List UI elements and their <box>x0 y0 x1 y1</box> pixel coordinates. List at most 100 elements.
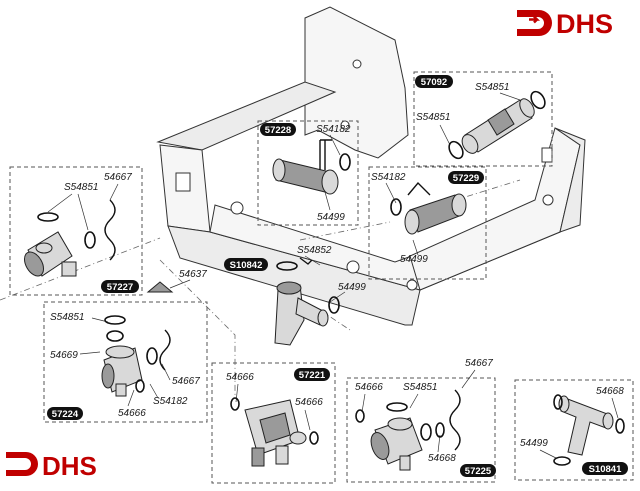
filter-cap <box>146 281 174 293</box>
group-57092: 57092 S54851 S54851 <box>413 71 553 167</box>
part-label-54499: 54499 <box>317 212 345 223</box>
o-ring <box>37 212 59 222</box>
part-label-s54852: S54852 <box>297 245 332 256</box>
part-tag-57092 <box>415 75 453 88</box>
group-57224: 57224 S54851 54669 54667 54666 S54182 <box>43 301 208 423</box>
o-ring <box>230 397 240 411</box>
part-label-s54851: S54851 <box>64 182 98 193</box>
part-label-54499: 54499 <box>520 438 548 449</box>
brand-logo-bottom: DHS <box>6 451 97 481</box>
part-label-54668: 54668 <box>428 453 456 464</box>
part-label-54668: 54668 <box>596 386 624 397</box>
part-tag-s10841 <box>582 462 628 475</box>
group-s10841: S10841 54668 54499 <box>514 379 634 481</box>
mounting-frame <box>156 6 586 326</box>
group-57228: 57228 S54182 54499 <box>257 120 359 226</box>
o-ring <box>355 409 365 423</box>
group-57225: 57225 54666 S54851 54667 54668 <box>346 358 496 483</box>
o-ring <box>135 379 145 393</box>
part-code-s10842: S10842 <box>230 260 263 271</box>
part-code-57227: 57227 <box>107 282 133 293</box>
valve-body <box>244 399 307 467</box>
part-label-54637: 54637 <box>179 269 207 280</box>
o-ring <box>276 261 298 271</box>
part-label-s54851-b: S54851 <box>416 112 450 123</box>
logo-mark <box>517 10 552 36</box>
o-ring <box>106 330 124 342</box>
part-label-s54851-a: S54851 <box>475 82 509 93</box>
group-57229: 57229 S54182 54499 <box>368 166 487 280</box>
part-code-57092: 57092 <box>421 77 447 88</box>
o-ring <box>84 231 96 249</box>
part-tag-57228 <box>260 123 296 136</box>
part-label-54666-a: 54666 <box>226 372 254 383</box>
part-tag-57229 <box>448 171 484 184</box>
group-57092-box <box>413 71 553 167</box>
part-tag-57224 <box>47 407 83 420</box>
o-ring <box>386 402 408 412</box>
o-ring <box>339 153 351 171</box>
brand-name-bottom: DHS <box>42 451 97 481</box>
part-label-s54851: S54851 <box>403 382 437 393</box>
tee-fitting <box>274 281 329 346</box>
logo-mark <box>6 452 38 476</box>
retaining-clip <box>104 199 116 261</box>
part-label-54667: 54667 <box>104 172 132 183</box>
group-57221: 57221 54666 54666 <box>211 362 336 484</box>
o-ring <box>615 418 625 434</box>
part-label-54666: 54666 <box>355 382 383 393</box>
group-57224-box <box>43 301 208 423</box>
retaining-clip <box>449 389 461 451</box>
group-57227-box <box>9 166 143 296</box>
part-tag-57225 <box>460 464 496 477</box>
part-code-57229: 57229 <box>453 173 479 184</box>
group-s10842: S10842 S54852 54499 54637 <box>146 245 366 346</box>
part-label-54666: 54666 <box>118 408 146 419</box>
part-label-54499: 54499 <box>400 254 428 265</box>
o-ring <box>435 422 445 438</box>
part-label-s54182: S54182 <box>316 124 351 135</box>
group-57229-box <box>368 166 487 280</box>
part-code-57228: 57228 <box>265 125 291 136</box>
part-code-57225: 57225 <box>465 466 492 477</box>
part-code-57224: 57224 <box>52 409 79 420</box>
part-label-s54851: S54851 <box>50 312 84 323</box>
union-fitting <box>461 98 535 154</box>
part-tag-57221 <box>294 368 330 381</box>
o-ring <box>309 431 319 445</box>
part-label-s54182: S54182 <box>371 172 406 183</box>
tee-fitting <box>558 395 614 456</box>
part-label-s54182: S54182 <box>153 396 188 407</box>
valve-body <box>101 345 143 397</box>
group-57228-box <box>257 120 359 226</box>
part-label-54669: 54669 <box>50 350 78 361</box>
o-ring <box>146 347 158 365</box>
part-tag-57227 <box>101 280 139 293</box>
brand-name-top: DHS <box>556 9 613 39</box>
o-ring <box>104 315 126 325</box>
group-57227: 57227 S54851 54667 <box>9 166 143 296</box>
cartridge-fitting <box>272 139 339 195</box>
o-ring <box>553 394 563 410</box>
part-label-54499: 54499 <box>338 282 366 293</box>
o-ring <box>553 456 571 466</box>
part-label-54666-b: 54666 <box>295 397 323 408</box>
group-57225-box <box>346 377 496 483</box>
o-ring <box>390 198 402 216</box>
valve-body <box>24 231 77 277</box>
part-label-54667: 54667 <box>172 376 200 387</box>
o-ring <box>420 423 432 441</box>
retaining-clip <box>159 329 171 371</box>
part-tag-s10842 <box>224 258 268 271</box>
valve-body <box>370 417 423 471</box>
o-ring <box>328 296 340 314</box>
part-code-57221: 57221 <box>299 370 326 381</box>
o-ring <box>448 140 464 160</box>
brand-logo-top: DHS <box>517 9 613 39</box>
cartridge-fitting <box>404 181 467 235</box>
group-s10841-box <box>514 379 634 481</box>
group-57221-box <box>211 362 336 484</box>
o-ring <box>530 90 546 110</box>
part-label-54667: 54667 <box>465 358 493 369</box>
